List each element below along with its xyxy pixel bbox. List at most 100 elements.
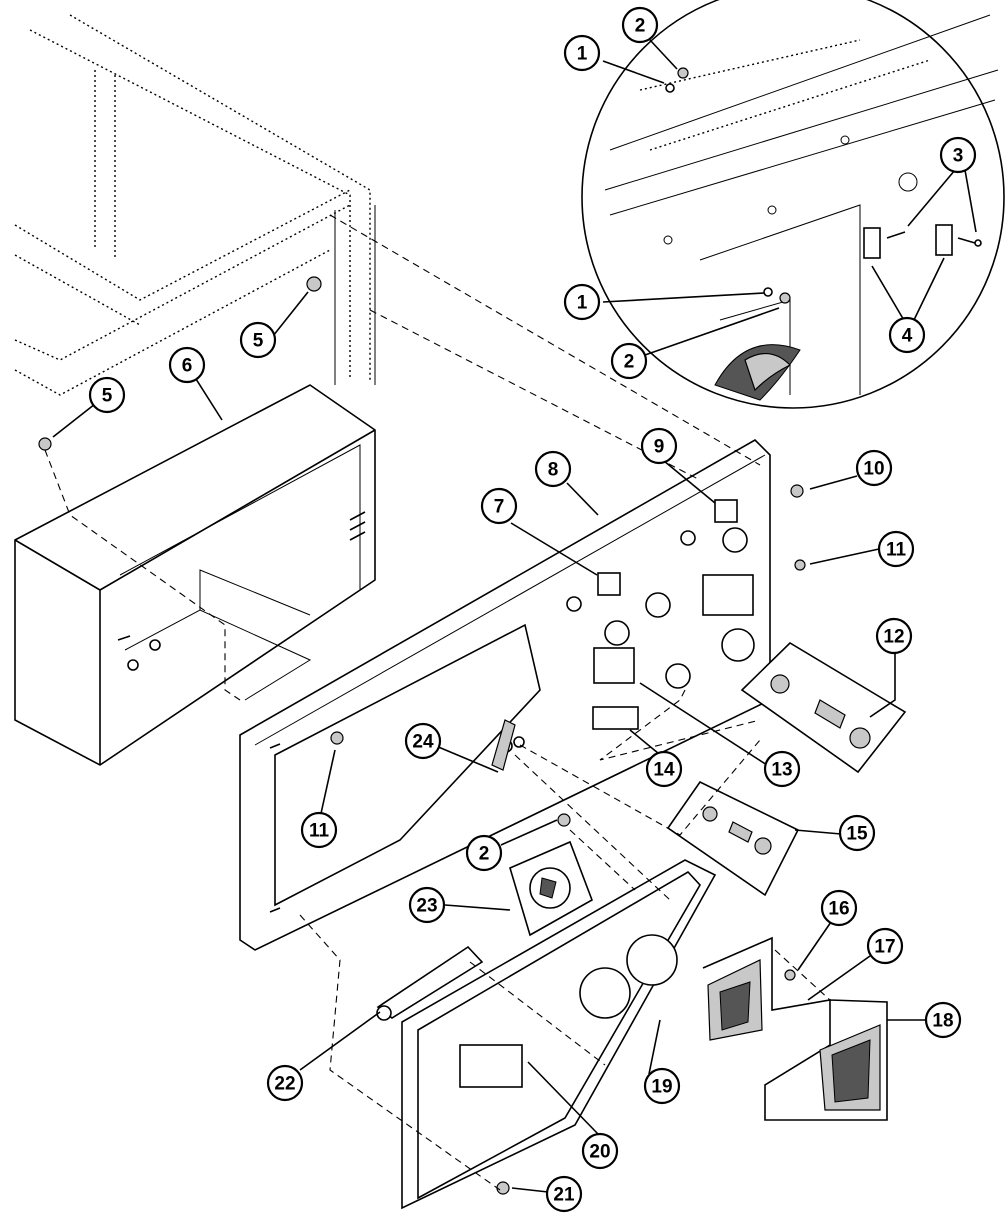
callout-circle (581, 1132, 619, 1170)
callout-c8: 8 (534, 450, 572, 488)
callout-number: 5 (253, 331, 264, 352)
callout-c2-low: 2 (465, 834, 503, 872)
main-panel (239, 439, 771, 951)
callout-circle (924, 1001, 962, 1039)
callout-c1-mid: 1 (563, 283, 601, 321)
standoff-rod (376, 945, 484, 1021)
callout-c7: 7 (480, 487, 518, 525)
callout-circle (408, 886, 446, 924)
callout-number: 14 (653, 760, 675, 781)
enclosure-box (14, 384, 376, 766)
filter-assembly (702, 936, 888, 1121)
small-gland-kit (666, 780, 800, 897)
cover-panel (401, 859, 717, 1210)
callout-number: 10 (863, 459, 884, 480)
callout-number: 19 (651, 1077, 672, 1098)
callout-c24: 24 (404, 722, 442, 760)
callout-circle (545, 1175, 583, 1213)
callout-number: 13 (771, 760, 792, 781)
cabinet-frame (14, 14, 376, 396)
callout-number: 9 (654, 437, 665, 458)
callout-circle (534, 450, 572, 488)
callout-circle (939, 136, 977, 174)
callout-number: 4 (902, 326, 913, 347)
callout-c5-b: 5 (88, 376, 126, 414)
callout-c11-a: 11 (877, 530, 915, 568)
callout-circle (621, 6, 659, 44)
callout-number: 8 (548, 460, 559, 481)
callout-c2-top: 2 (621, 6, 659, 44)
callout-number: 3 (953, 146, 964, 167)
callout-number: 5 (102, 386, 113, 407)
callout-circle (877, 530, 915, 568)
callout-c18: 18 (924, 1001, 962, 1039)
callout-circle (875, 617, 913, 655)
callout-number: 1 (577, 44, 588, 65)
callout-circle (643, 1067, 681, 1105)
callout-c19: 19 (643, 1067, 681, 1105)
cable-gland-kit (740, 641, 907, 774)
callout-circle (866, 927, 904, 965)
callout-c2-mid: 2 (610, 342, 648, 380)
hardware (38, 276, 806, 1195)
callout-circle (820, 889, 858, 927)
callout-c15: 15 (838, 814, 876, 852)
callout-number: 1 (577, 293, 588, 314)
callout-number: 2 (624, 352, 635, 373)
callout-number: 11 (309, 821, 330, 842)
callout-number: 16 (828, 899, 849, 920)
callout-number: 15 (846, 824, 868, 845)
callout-c3: 3 (939, 136, 977, 174)
callout-circle (480, 487, 518, 525)
callout-number: 18 (932, 1011, 953, 1032)
callout-circle (465, 834, 503, 872)
callout-c12: 12 (875, 617, 913, 655)
callout-number: 20 (589, 1142, 610, 1163)
gasket-strip (491, 719, 516, 771)
callout-circle (266, 1064, 304, 1102)
callout-circle (640, 427, 678, 465)
callout-c5-a: 5 (239, 321, 277, 359)
callout-circle (763, 750, 801, 788)
callout-c16: 16 (820, 889, 858, 927)
callout-number: 2 (635, 16, 646, 37)
callout-c20: 20 (581, 1132, 619, 1170)
callout-c11-b: 11 (300, 811, 338, 849)
callout-circle (404, 722, 442, 760)
callout-c22: 22 (266, 1064, 304, 1102)
callout-c13: 13 (763, 750, 801, 788)
callout-circle (838, 814, 876, 852)
callout-circle (88, 376, 126, 414)
callout-circle (563, 34, 601, 72)
callout-number: 17 (874, 937, 895, 958)
leader-lines (52, 39, 977, 1193)
callout-c6: 6 (168, 346, 206, 384)
callout-c10: 10 (855, 449, 893, 487)
callout-circle (168, 346, 206, 384)
callout-number: 24 (412, 732, 434, 753)
callout-circle (563, 283, 601, 321)
callout-circle (239, 321, 277, 359)
callout-number: 21 (553, 1185, 575, 1206)
cooling-fan (509, 840, 593, 937)
callout-number: 7 (494, 497, 505, 518)
callout-number: 23 (416, 896, 437, 917)
detail-view-circle (581, 0, 1005, 409)
callout-number: 6 (182, 356, 193, 377)
callout-number: 22 (274, 1074, 295, 1095)
callout-c14: 14 (645, 750, 683, 788)
callout-c9: 9 (640, 427, 678, 465)
callout-circle (300, 811, 338, 849)
callout-c4: 4 (888, 316, 926, 354)
callout-circle (610, 342, 648, 380)
callout-c21: 21 (545, 1175, 583, 1213)
callout-c17: 17 (866, 927, 904, 965)
callout-circle (855, 449, 893, 487)
callout-circle (645, 750, 683, 788)
callout-number: 12 (883, 627, 904, 648)
callout-c23: 23 (408, 886, 446, 924)
callout-circle (888, 316, 926, 354)
callout-c1-top: 1 (563, 34, 601, 72)
